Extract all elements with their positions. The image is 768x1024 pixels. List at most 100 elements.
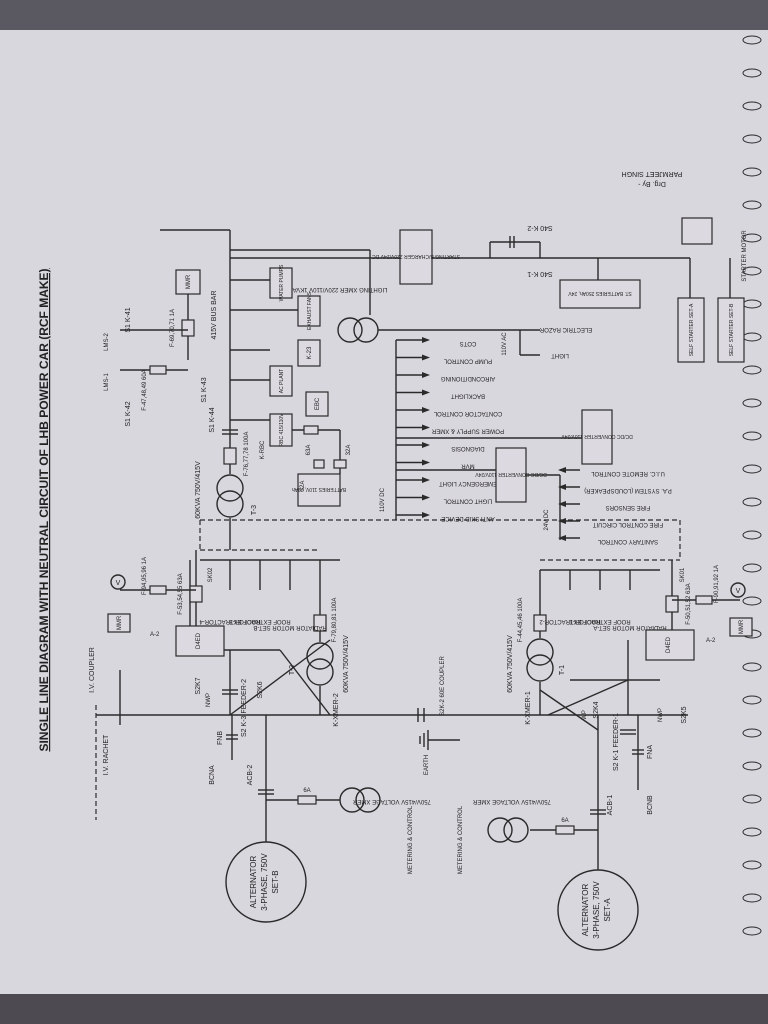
binding-ring xyxy=(742,728,762,738)
self-starter-b-label: SELF STARTER SET-B xyxy=(729,303,735,356)
mmr-a-label: MMR xyxy=(739,619,745,634)
dc-load-arrow xyxy=(422,477,430,483)
d4ed-a-label: D4ED xyxy=(666,636,672,653)
starting-charger-label: STARTING B/CHARGER 220V/24V DC xyxy=(372,253,460,259)
binding-ring xyxy=(742,398,762,408)
s1k42-label: S1 K-42 xyxy=(125,401,132,426)
ac110-label: 110V AC xyxy=(502,332,508,356)
binding-ring xyxy=(742,167,762,177)
coupler-label: S2K-2 60E COUPLER xyxy=(440,655,446,715)
fuse-32a-label: 32A xyxy=(346,445,352,456)
lighting-xmer-label: LIGHTING XMER 220V/110V 1KVA xyxy=(293,286,388,292)
exhaust-fans-label: EXHAUST FANS xyxy=(307,291,313,330)
t3-name: T-3 xyxy=(251,505,258,515)
t3-rating: 60KVA 750V/415V xyxy=(195,461,202,519)
converter-a-label: DC/DC CONVERTER 110V/24V xyxy=(475,471,547,477)
dc-load-label: PUMP CONTROL xyxy=(443,358,492,364)
s2k4-label: S2K4 xyxy=(593,701,600,718)
dc-load-label: AIRCONDITIONING xyxy=(441,375,496,381)
self-starter-a-label: SELF STARTER SET-A xyxy=(689,303,695,356)
fuse-6a-b: 6A xyxy=(303,788,310,794)
fuse-bat-label: 32A xyxy=(300,481,306,492)
starter-motor-label: STARTER MOTOR xyxy=(742,230,748,282)
dc-load-arrow xyxy=(422,389,430,396)
fuse-f44-label: F-44,45,46 100A xyxy=(518,598,524,643)
kxmer-a-label: K-XMER-1 xyxy=(525,691,532,725)
t1-name: T-1 xyxy=(559,665,566,675)
v-meter-a: V xyxy=(736,588,741,595)
roof-b-load-2: RADIATOR MOTOR SET-B xyxy=(253,624,326,630)
a2-b-label: A-2 xyxy=(150,632,160,638)
dc110-label: 110V DC xyxy=(380,487,386,512)
binding-ring xyxy=(742,35,762,45)
k23-label: K-23 xyxy=(307,346,313,359)
dc24-load-arrow xyxy=(558,518,566,524)
alternator-b-line3: SET-B xyxy=(271,870,280,893)
single-line-diagram: SINGLE LINE DIAGRAM WITH NEUTRAL CIRCUIT… xyxy=(37,35,762,951)
bcn-a-label: BCNB xyxy=(647,795,654,815)
alternator-a-line2: 3-PHASE, 750V xyxy=(592,881,601,939)
fuse-f50-label: F-50,51,52 63A xyxy=(686,583,692,624)
earth-label: EARTH xyxy=(424,755,430,775)
dc-load-label: LIGHT CONTROL xyxy=(443,498,492,504)
dc-load-label: MVR xyxy=(461,463,475,469)
st-batteries-label: ST. BATTERIES 250Ah, 24V xyxy=(568,290,632,296)
binding-ring xyxy=(742,68,762,78)
dc-load-arrow xyxy=(422,372,430,378)
light-label: LIGHT xyxy=(551,352,569,358)
binding-ring xyxy=(742,497,762,507)
binding-ring xyxy=(742,332,762,342)
dc-load-arrow xyxy=(422,459,430,466)
dc-load-arrow xyxy=(422,354,430,361)
krbc-label: K-RBC xyxy=(260,440,266,459)
roof-a-load-0: ROOF EXTRACTOR-2 xyxy=(539,618,601,624)
dc-load-arrow xyxy=(422,407,430,413)
dc24-load-label: P.A. SYSTEM (LOUDSPEAKER) xyxy=(584,487,672,493)
s2k5-label: S2K5 xyxy=(681,706,688,723)
dc24-load-label: FIRE CONTROL CIRCUIT xyxy=(592,521,663,527)
s2k7-label: S2K7 xyxy=(195,677,202,694)
s40k2-label: S40 K-2 xyxy=(527,224,552,231)
s2k6-label: S2K6 xyxy=(257,681,264,698)
bcn-b-label: BCNA xyxy=(209,765,216,785)
nwp-b-label: NWP xyxy=(206,693,212,707)
dc24-load-label: FIRE SENSORS xyxy=(606,504,651,510)
binding-ring xyxy=(742,266,762,276)
binding-ring xyxy=(742,101,762,111)
dc-load-arrow xyxy=(422,494,430,501)
credit-line-2: PARMJEET SINGH xyxy=(622,170,683,177)
dc-load-label: ANTI SKID DEVICE xyxy=(441,515,494,521)
dc-load-arrow xyxy=(422,512,430,518)
kxmer-b-label: K-XMER-2 xyxy=(333,693,340,727)
dc-load-label: DIAGNOSIS xyxy=(451,445,484,451)
lms2-label: LMS-2 xyxy=(104,333,110,351)
iv-coupler-label: I.V. COUPLER xyxy=(89,647,96,693)
sk-b-label: SK02 xyxy=(208,567,214,582)
fuse-f53-label: F-53,54,55 63A xyxy=(178,573,184,614)
dc24-load-arrow xyxy=(558,467,566,473)
alternator-b-line2: 3-PHASE, 750V xyxy=(260,853,269,911)
t3-symbol xyxy=(216,490,244,518)
binding-ring xyxy=(742,365,762,375)
fuse-f90-label: F-90,91,92 1A xyxy=(714,565,720,603)
binding-ring xyxy=(742,893,762,903)
mmr-b-label: MMR xyxy=(117,615,123,630)
t1-rating: 60KVA 750V/415V xyxy=(507,635,514,693)
binding-ring xyxy=(742,695,762,705)
binding-ring xyxy=(742,860,762,870)
paper-sheet xyxy=(0,30,768,994)
s1k43-label: S1 K-43 xyxy=(201,377,208,402)
fuse-f94-label: F-94,95,96 1A xyxy=(142,557,148,595)
s40k1-label: S40 K-1 xyxy=(527,270,552,277)
t2-symbol xyxy=(306,658,334,686)
fuse-6a-a: 6A xyxy=(561,818,568,824)
fuse-f76-label: F-76,77,78 100A xyxy=(244,432,250,477)
binding-ring xyxy=(742,134,762,144)
acb-b-label: ACB-2 xyxy=(247,765,254,786)
sk-a-label: SK01 xyxy=(680,567,686,582)
binding-ring xyxy=(742,926,762,936)
table-background xyxy=(0,994,768,1024)
binding-ring xyxy=(742,530,762,540)
binding-ring xyxy=(742,299,762,309)
